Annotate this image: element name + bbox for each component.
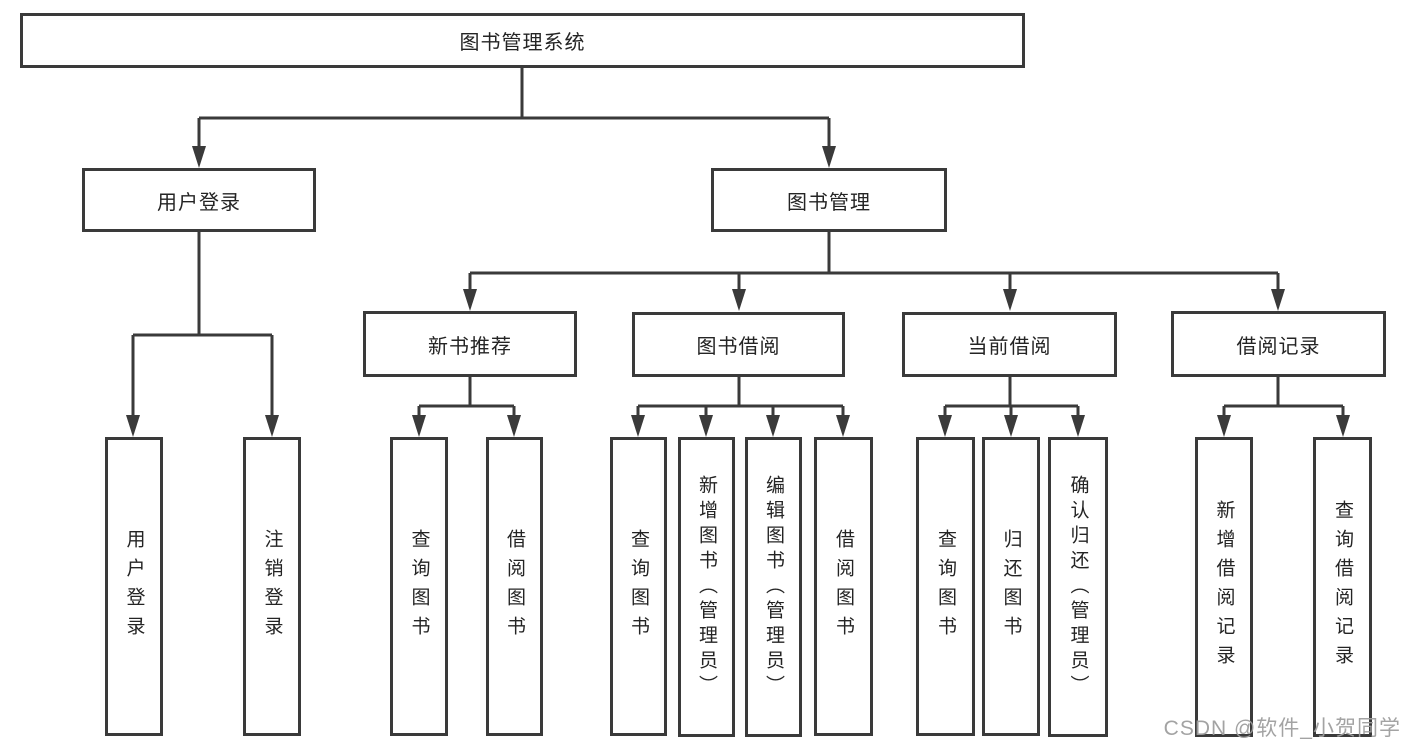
- leaf-borrow-books-borrowing: 借阅图书: [814, 437, 873, 736]
- leaf-edit-books-admin: 编辑图书（管理员）: [745, 437, 802, 737]
- leaf-confirm-return-admin: 确认归还（管理员）: [1048, 437, 1108, 737]
- leaf-borrow-books-recommend-label: 借阅图书: [504, 528, 525, 645]
- leaf-return-books-label: 归还图书: [1000, 528, 1022, 645]
- leaf-logout: 注销登录: [243, 437, 301, 736]
- leaf-query-books-recommend: 查询图书: [390, 437, 448, 736]
- node-borrowing-records-label: 借阅记录: [1236, 335, 1321, 358]
- leaf-user-login: 用户登录: [105, 437, 163, 736]
- leaf-add-borrow-record-label: 新增借阅记录: [1213, 500, 1235, 674]
- leaf-add-borrow-record: 新增借阅记录: [1195, 437, 1253, 737]
- node-book-management-label: 图书管理: [787, 191, 871, 214]
- leaf-borrow-books-borrowing-label: 借阅图书: [833, 528, 854, 645]
- node-new-book-recommend-label: 新书推荐: [428, 335, 512, 358]
- leaf-add-books-admin-label: 新增图书（管理员）: [696, 474, 717, 700]
- leaf-borrow-books-recommend: 借阅图书: [486, 437, 543, 736]
- leaf-return-books: 归还图书: [982, 437, 1040, 736]
- node-library-system: 图书管理系统: [20, 13, 1025, 68]
- node-user-login: 用户登录: [82, 168, 316, 232]
- leaf-confirm-return-admin-label: 确认归还（管理员）: [1067, 474, 1089, 700]
- node-borrowing-records: 借阅记录: [1171, 311, 1386, 377]
- leaf-query-books-current: 查询图书: [916, 437, 975, 736]
- leaf-logout-label: 注销登录: [261, 528, 283, 645]
- node-current-borrowing: 当前借阅: [902, 312, 1117, 377]
- node-library-system-label: 图书管理系统: [459, 32, 586, 54]
- node-new-book-recommend: 新书推荐: [363, 311, 577, 377]
- leaf-query-books-borrowing-label: 查询图书: [628, 528, 649, 645]
- node-current-borrowing-label: 当前借阅: [967, 336, 1052, 358]
- leaf-add-books-admin: 新增图书（管理员）: [678, 437, 735, 737]
- leaf-query-books-borrowing: 查询图书: [610, 437, 667, 736]
- arrowheads: [126, 146, 1350, 437]
- watermark-text: CSDN @软件_小贺同学: [1163, 717, 1401, 740]
- node-book-borrowing-label: 图书借阅: [696, 336, 781, 358]
- leaf-query-borrow-record-label: 查询借阅记录: [1332, 500, 1353, 674]
- node-user-login-label: 用户登录: [157, 191, 241, 214]
- node-book-management: 图书管理: [711, 168, 947, 232]
- leaf-edit-books-admin-label: 编辑图书（管理员）: [763, 474, 784, 700]
- leaf-user-login-label: 用户登录: [123, 528, 145, 645]
- leaf-query-borrow-record: 查询借阅记录: [1313, 437, 1372, 737]
- leaf-query-books-current-label: 查询图书: [935, 528, 956, 645]
- node-book-borrowing: 图书借阅: [632, 312, 845, 377]
- leaf-query-books-recommend-label: 查询图书: [408, 528, 430, 645]
